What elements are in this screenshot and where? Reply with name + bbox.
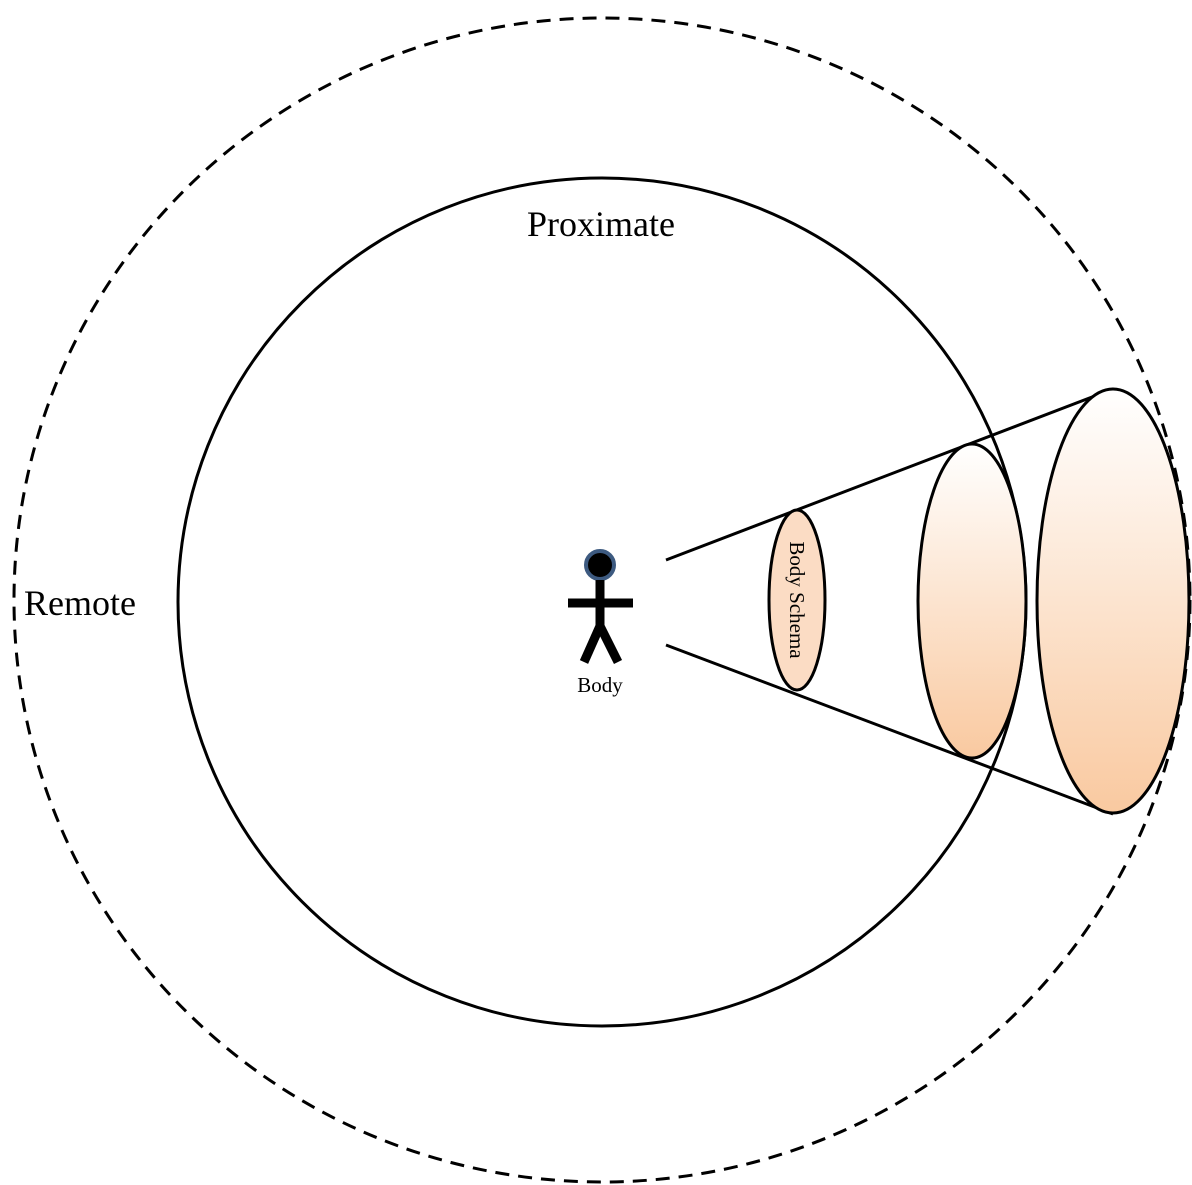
far-space-ellipse — [1035, 387, 1191, 815]
cone-upper-line — [665, 387, 1114, 562]
middle-space-ellipse — [916, 442, 1028, 760]
remote-label: Remote — [24, 583, 136, 623]
body-label: Body — [577, 673, 623, 697]
cone-lower-line — [665, 643, 1114, 816]
body-schema-ellipse — [767, 508, 827, 692]
body-schema-label: Body Schema — [785, 541, 809, 659]
stick-figure-icon — [568, 549, 633, 665]
proximate-label: Proximate — [527, 204, 675, 244]
